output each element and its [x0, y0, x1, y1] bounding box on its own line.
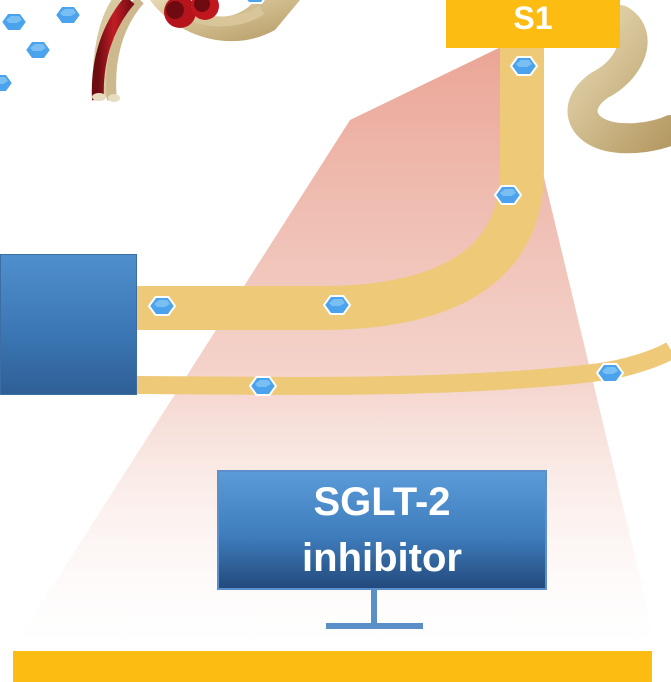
glucose-molecule-icon [148, 296, 176, 316]
renal-tubule-icon [567, 5, 671, 154]
sglt2-inhibitor-box: SGLT-2 inhibitor [217, 470, 547, 590]
blood-vessel-icon [91, 0, 300, 102]
inhibitor-base [326, 623, 423, 629]
glucose-molecule-icon [249, 376, 277, 396]
inhibitor-stem [371, 588, 377, 624]
glucose-molecule-icon [0, 12, 28, 32]
glucose-molecule-icon [323, 295, 351, 315]
segment-label-s1: S1 [446, 0, 620, 48]
glucose-molecule-icon [494, 185, 522, 205]
lower-tubule [136, 342, 671, 396]
glucose-molecule-icon [0, 73, 14, 93]
drug-name-line2: inhibitor [302, 536, 462, 580]
bottom-highlight-bar [13, 651, 652, 682]
glucose-molecule-icon [54, 5, 82, 25]
glucose-molecule-icon [510, 56, 538, 76]
glucose-molecule-icon [24, 40, 52, 60]
segment-label-text: S1 [513, 0, 553, 36]
glucose-molecule-icon [596, 363, 624, 383]
drug-name-line1: SGLT-2 [313, 480, 451, 524]
cell-block [0, 254, 137, 395]
